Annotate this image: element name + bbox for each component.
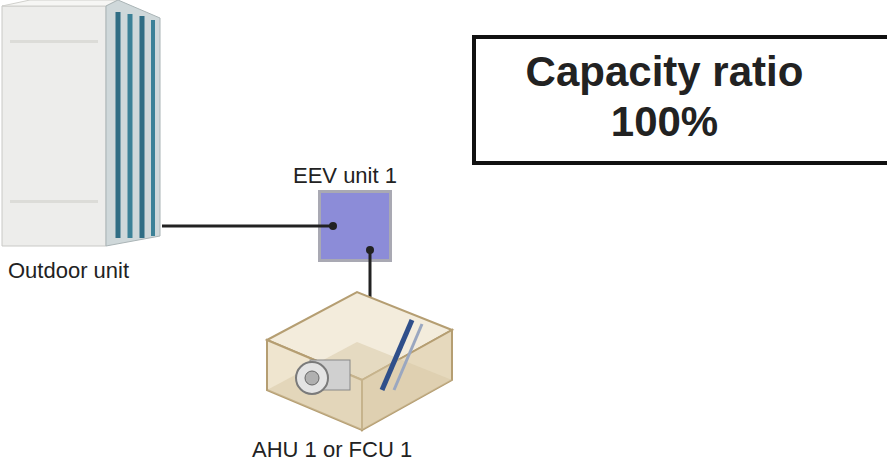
refrigerant-pipe xyxy=(162,226,318,227)
pipe-line xyxy=(162,225,318,228)
unit-label: AHU 1 or FCU 1 xyxy=(252,437,412,462)
outdoor-unit: Outdoor unit xyxy=(0,0,162,250)
box-value: 100% xyxy=(476,97,853,147)
refrigerant-pipe xyxy=(370,262,371,298)
unit-label: Outdoor unit xyxy=(8,258,129,283)
eev-unit-illustration xyxy=(318,190,392,262)
eev-unit: EEV unit 1 xyxy=(318,190,392,262)
unit-label: EEV unit 1 xyxy=(293,163,397,188)
capacity-box: Capacity ratio100% xyxy=(472,35,887,165)
outdoor-unit-illustration xyxy=(0,0,162,250)
box-heading: Capacity ratio xyxy=(476,47,853,97)
pipe-line xyxy=(369,262,372,298)
air-handling-unit: AHU 1 or FCU 1 xyxy=(262,290,457,435)
air-handling-unit-illustration xyxy=(262,290,457,435)
